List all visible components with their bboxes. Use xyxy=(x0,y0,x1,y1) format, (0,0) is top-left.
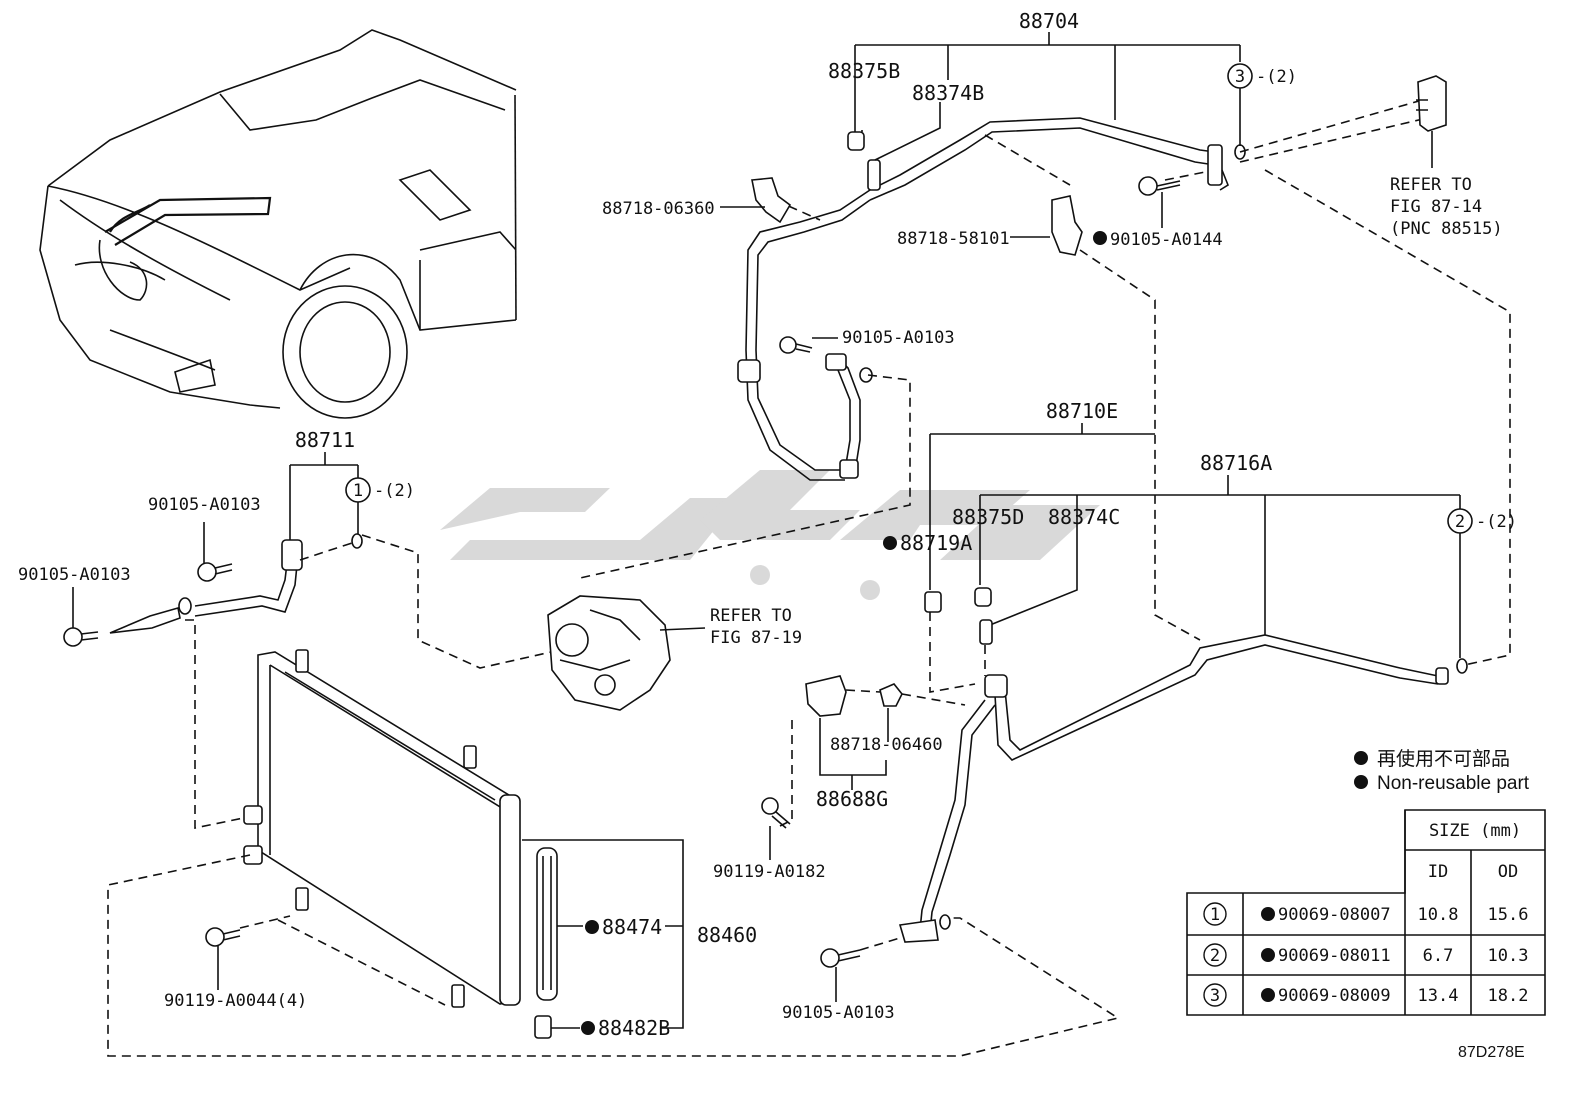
legend-dot xyxy=(1354,751,1368,765)
table-header-size: SIZE (mm) xyxy=(1429,821,1521,841)
clamp-set-88688G xyxy=(779,675,966,827)
legend: 再使用不可部品 Non-reusable part xyxy=(1354,748,1530,794)
bolt-90119-A0182 xyxy=(761,797,791,860)
cap-88482B xyxy=(534,1015,580,1039)
label-90105-A0103-bottom: 90105-A0103 xyxy=(782,1003,895,1023)
label-88688G: 88688G xyxy=(816,787,888,811)
non-reusable-dot xyxy=(883,536,897,550)
label-refer-87-19-line2: FIG 87-19 xyxy=(710,628,802,648)
diagram-code: 87D278E xyxy=(1458,1044,1525,1061)
label-qty-ring2: -(2) xyxy=(1476,512,1517,532)
table-row-id: 6.7 xyxy=(1423,946,1454,966)
table-row-part: 90069-08011 xyxy=(1278,946,1391,966)
label-88704: 88704 xyxy=(1019,9,1079,33)
label-refer-87-14-line3: (PNC 88515) xyxy=(1390,219,1503,239)
label-90105-A0144: 90105-A0144 xyxy=(1110,230,1223,250)
label-90105-A0103-left: 90105-A0103 xyxy=(18,565,131,585)
table-row-od: 10.3 xyxy=(1488,946,1529,966)
label-88719A: 88719A xyxy=(900,531,972,555)
bolt-90105-A0144 xyxy=(1138,176,1181,228)
label-90119-A0182: 90119-A0182 xyxy=(713,862,826,882)
label-90119-A0044: 90119-A0044(4) xyxy=(164,991,307,1011)
label-qty-ring1: -(2) xyxy=(374,481,415,501)
desiccant-88474 xyxy=(536,847,583,1001)
table-header-id: ID xyxy=(1428,862,1448,882)
ring-number-2: 2 xyxy=(1455,512,1465,532)
bolt-90105-A0103-bottom xyxy=(820,937,901,1002)
car-illustration xyxy=(39,29,517,419)
compressor xyxy=(547,595,706,711)
label-88375B: 88375B xyxy=(828,59,900,83)
watermark-logo xyxy=(440,470,1100,600)
table-row-id: 13.4 xyxy=(1418,986,1459,1006)
size-table: SIZE (mm) ID OD 1 90069-08007 10.8 15.6 … xyxy=(1186,809,1546,1016)
legend-japanese: 再使用不可部品 xyxy=(1377,748,1510,770)
label-qty-ring3: -(2) xyxy=(1256,67,1297,87)
label-88711: 88711 xyxy=(295,428,355,452)
bolt-90105-A0103-left xyxy=(63,587,99,647)
bolt-90105-A0103-upper xyxy=(779,336,838,354)
non-reusable-dot xyxy=(1093,231,1107,245)
label-88710E: 88710E xyxy=(1046,399,1118,423)
label-88716A: 88716A xyxy=(1200,451,1272,475)
label-88474: 88474 xyxy=(602,915,662,939)
table-row-od: 18.2 xyxy=(1488,986,1529,1006)
table-header-od: OD xyxy=(1498,862,1518,882)
ring-callout-3 xyxy=(1227,63,1253,146)
legend-english: Non-reusable part xyxy=(1377,773,1530,794)
table-row-od: 15.6 xyxy=(1488,905,1529,925)
label-90105-A0103-upper: 90105-A0103 xyxy=(842,328,955,348)
table-row-part: 90069-08009 xyxy=(1278,986,1391,1006)
clamp-88718-06360 xyxy=(720,177,792,224)
label-refer-87-14-line1: REFER TO xyxy=(1390,175,1472,195)
label-88374B: 88374B xyxy=(912,81,984,105)
table-row-id: 10.8 xyxy=(1418,905,1459,925)
legend-dot xyxy=(1354,775,1368,789)
label-88375D: 88375D xyxy=(952,505,1024,529)
label-88718-06460: 88718-06460 xyxy=(830,735,943,755)
table-row-part: 90069-08007 xyxy=(1278,905,1391,925)
table-row-ring: 1 xyxy=(1210,905,1220,925)
label-90105-A0103-mid: 90105-A0103 xyxy=(148,495,261,515)
condenser-88460 xyxy=(107,649,1121,1057)
bolt-90119-A0044 xyxy=(205,927,241,990)
label-88460: 88460 xyxy=(697,923,757,947)
ring-number-3: 3 xyxy=(1235,67,1245,87)
label-88482B: 88482B xyxy=(598,1016,670,1040)
label-88718-06360: 88718-06360 xyxy=(602,199,715,219)
table-row-ring: 2 xyxy=(1210,946,1220,966)
table-row-ring: 3 xyxy=(1210,986,1220,1006)
label-refer-87-14-line2: FIG 87-14 xyxy=(1390,197,1482,217)
pipe-88710E-88716A xyxy=(898,423,1473,943)
non-reusable-dot xyxy=(581,1021,595,1035)
sensor-connector xyxy=(1416,75,1447,168)
clamp-88718-58101 xyxy=(1010,195,1083,256)
bracket-88460 xyxy=(522,839,684,1029)
label-refer-87-19-line1: REFER TO xyxy=(710,606,792,626)
non-reusable-dot xyxy=(585,920,599,934)
bolt-90105-A0103-mid xyxy=(197,522,233,582)
part-labels: 88704 88375B 88374B 3 -(2) 88718-06360 8… xyxy=(18,9,1517,1040)
ring-number-1: 1 xyxy=(353,481,363,501)
pipe-88704 xyxy=(579,32,1511,667)
label-88718-58101: 88718-58101 xyxy=(897,229,1010,249)
label-88374C: 88374C xyxy=(1048,505,1120,529)
hose-88711 xyxy=(109,452,561,829)
